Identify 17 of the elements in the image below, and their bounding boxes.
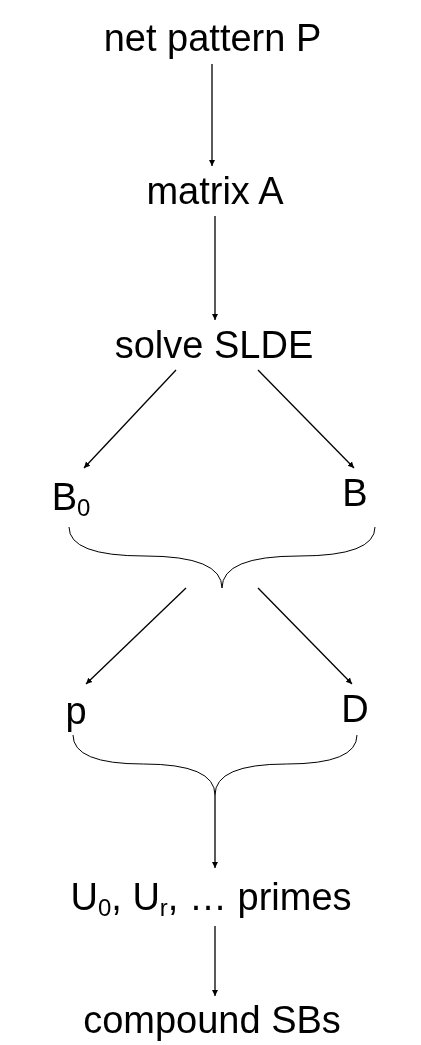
node-label: p — [65, 692, 87, 730]
node-label: solve SLDE — [114, 326, 314, 364]
arrow — [257, 587, 353, 685]
node-label: matrix A — [146, 172, 284, 210]
node-label: net pattern P — [103, 19, 322, 57]
arrow — [212, 925, 218, 997]
node-label: D — [341, 690, 369, 728]
node-label: B — [342, 474, 368, 512]
node-label: B$_{0}$ — [51, 478, 91, 516]
arrow — [85, 587, 187, 685]
node-label: compound SBs — [83, 1001, 341, 1039]
arrow — [83, 369, 177, 469]
arrow — [257, 369, 355, 469]
node-label: U$_{0}$, U$_{r}$, … primes — [70, 878, 352, 916]
arrow — [212, 215, 218, 321]
arrow — [209, 63, 215, 167]
arrow — [212, 794, 218, 869]
